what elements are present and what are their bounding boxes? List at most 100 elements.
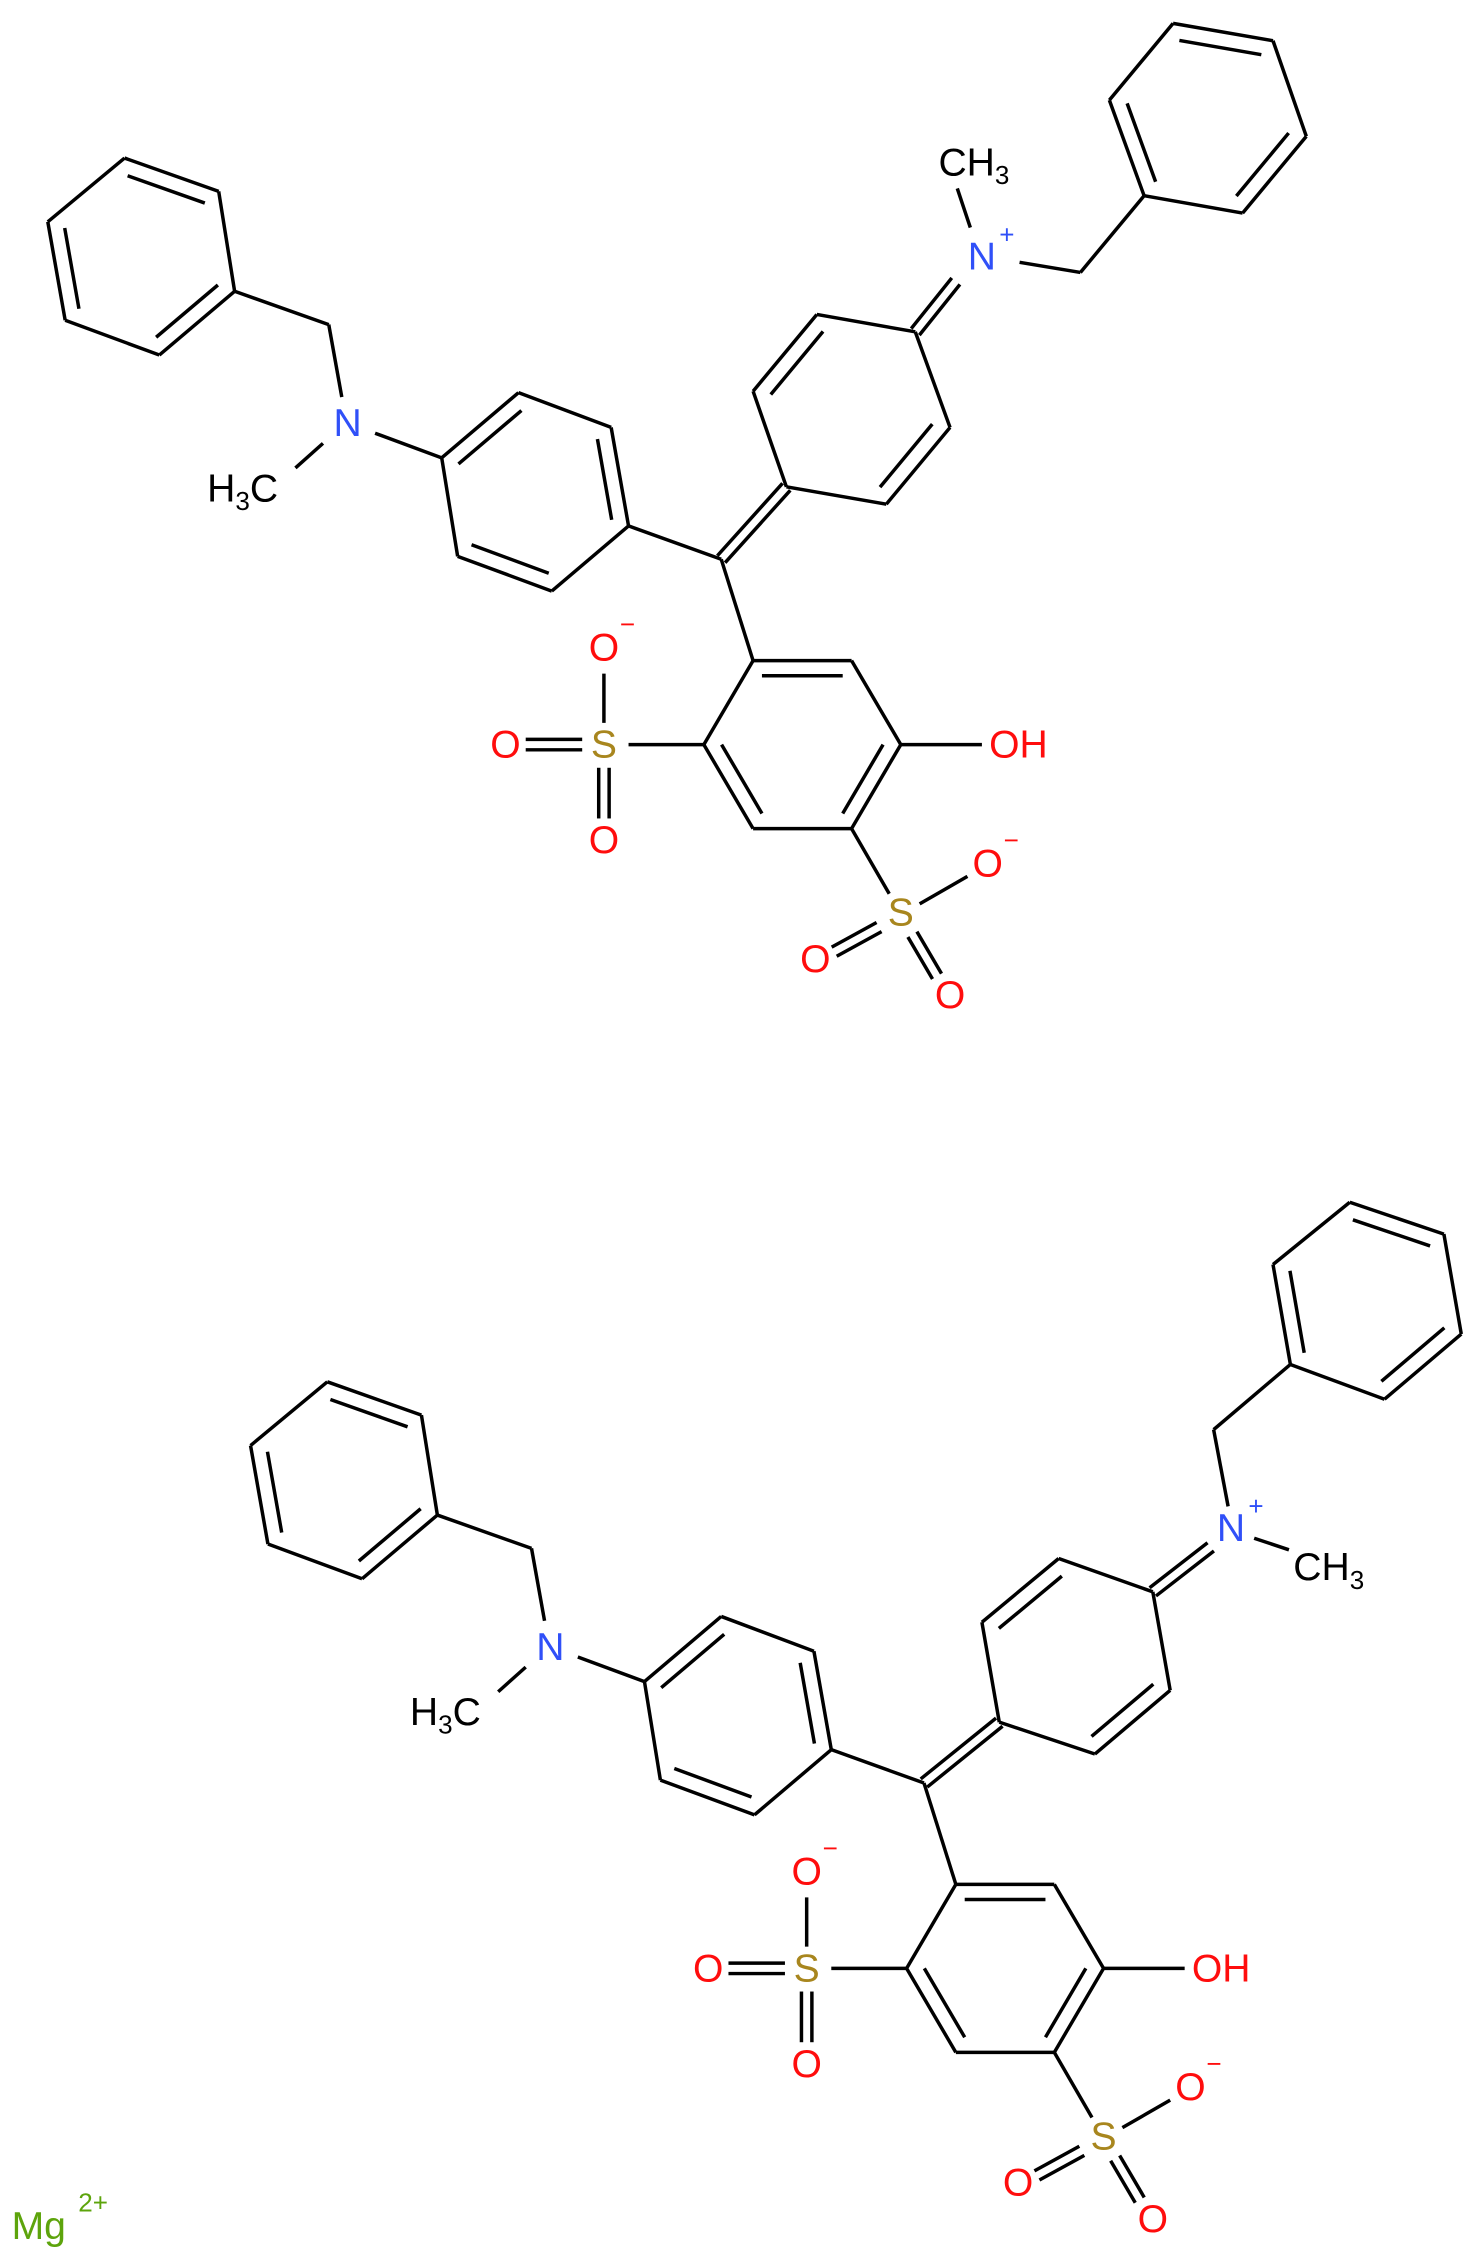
oxide-label: O <box>1175 2066 1205 2109</box>
iminium-bonds <box>919 1200 1463 1789</box>
ring-bond <box>1442 1233 1463 1335</box>
ring-bond <box>326 1380 423 1417</box>
ring-bond <box>643 1615 723 1683</box>
ring-bond <box>517 391 612 430</box>
double-bond <box>918 283 962 337</box>
double-bond <box>716 482 784 557</box>
single-bond <box>327 324 344 398</box>
positive-charge: + <box>999 220 1014 250</box>
single-bond <box>577 1655 646 1684</box>
amine-nitrogen-label: N <box>536 1626 564 1669</box>
ring-double-bond <box>127 174 206 205</box>
ring-double-bond <box>265 1451 284 1533</box>
double-bond <box>926 1724 1004 1789</box>
hydroxyl-label: OH <box>1192 1947 1251 1990</box>
ring-bond <box>1151 1591 1172 1691</box>
single-bond <box>1211 1429 1230 1507</box>
double-bond <box>919 1716 998 1781</box>
ring-bond <box>1241 135 1308 215</box>
sulfur-label: S <box>591 724 617 767</box>
ring-bond <box>850 743 903 830</box>
ring-bond <box>46 221 67 321</box>
single-bond <box>627 524 722 561</box>
iminium-bonds <box>716 21 1308 564</box>
negative-charge: − <box>1206 2049 1221 2079</box>
ring-double-bond <box>673 1766 753 1799</box>
ring-double-bond <box>1380 1326 1446 1383</box>
ring-bond <box>1093 1688 1172 1756</box>
ring-bond <box>980 1621 1001 1723</box>
ring-bond <box>816 312 916 334</box>
oxygen-label: O <box>1138 2198 1168 2241</box>
ring-bond <box>642 1681 663 1781</box>
oxygen-label: O <box>1003 2162 1033 2205</box>
double-bond <box>835 930 883 958</box>
single-bond <box>1212 1363 1292 1431</box>
ring-bond <box>1172 21 1274 43</box>
ring-bond <box>786 485 887 506</box>
ring-bond <box>1271 40 1308 137</box>
oxygen-label: O <box>589 819 619 862</box>
ring-double-bond <box>1288 1270 1306 1354</box>
ring-double-bond <box>798 1662 817 1744</box>
ring-bond <box>850 659 903 746</box>
ring-double-bond <box>595 438 614 521</box>
ring-bond <box>267 1542 363 1581</box>
single-bond <box>918 874 969 906</box>
methyl-label: H3C <box>207 467 278 516</box>
oxide-label: O <box>791 1850 821 1893</box>
oxide-label: O <box>589 627 619 670</box>
single-bond <box>436 1513 533 1551</box>
single-bond <box>529 1548 547 1622</box>
positive-charge: + <box>1248 1491 1263 1521</box>
double-bond <box>830 920 878 949</box>
sulfur-label: S <box>794 1947 820 1990</box>
ring-bond <box>440 391 520 460</box>
double-bond <box>906 936 935 980</box>
ring-bond <box>609 427 631 527</box>
molecule-1-iminium-group: N + CH3 <box>716 21 1308 564</box>
ring-bond <box>913 331 952 429</box>
oxygen-label: O <box>800 938 830 981</box>
single-bond <box>374 431 443 460</box>
double-bond <box>909 276 954 330</box>
ring-bond <box>216 191 237 292</box>
methyl-label: CH3 <box>1293 1546 1364 1595</box>
magnesium-charge: 2+ <box>78 2188 108 2218</box>
single-bond <box>294 442 325 470</box>
single-bond <box>830 1748 925 1785</box>
negative-charge: − <box>620 609 635 639</box>
negative-charge: − <box>1004 825 1019 855</box>
ring-bond <box>751 390 789 488</box>
ring-bond <box>1143 193 1243 215</box>
ring-bond <box>1271 1264 1293 1365</box>
ring-double-bond <box>720 743 764 815</box>
ring-double-bond <box>457 409 523 466</box>
ring-bond <box>248 1445 270 1545</box>
ring-double-bond <box>357 1507 422 1563</box>
double-bond <box>1038 2153 1086 2182</box>
single-bond <box>850 827 891 895</box>
ring-double-bond <box>1043 1967 1088 2039</box>
ring-double-bond <box>878 423 934 489</box>
molecule-core-1: N H3C S O − O O OH S O − O O <box>46 156 1048 1017</box>
ring-double-bond <box>660 1632 726 1690</box>
ring-bond <box>1108 22 1175 102</box>
ring-bond <box>419 1414 440 1516</box>
ring-bond <box>1052 1883 1106 1970</box>
ring-bond <box>980 1557 1060 1624</box>
ring-bond <box>1058 1556 1154 1594</box>
ring-bond <box>1052 1967 1106 2054</box>
single-bond <box>1019 260 1081 275</box>
molecule-core-2: N H3C S O − O O OH S O − O O <box>248 1380 1251 2241</box>
ring-bond <box>702 659 755 746</box>
ring-bond <box>1289 1362 1386 1401</box>
ring-double-bond <box>1090 1682 1155 1738</box>
ring-double-bond <box>922 1967 967 2039</box>
single-bond <box>1079 194 1146 274</box>
double-bond <box>1033 2144 1081 2173</box>
double-bond <box>1109 2159 1137 2204</box>
sulfur-label: S <box>1091 2115 1117 2158</box>
ring-double-bond <box>997 1574 1063 1630</box>
hydroxyl-label: OH <box>989 724 1048 767</box>
